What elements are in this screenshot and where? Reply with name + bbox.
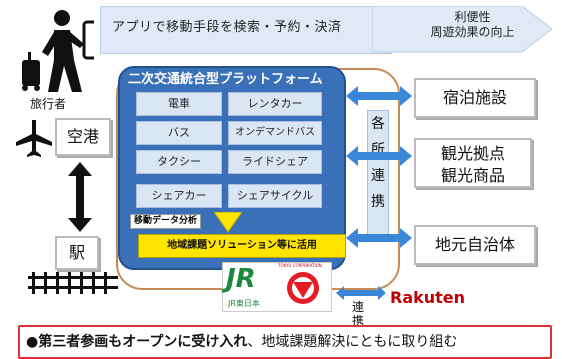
vertical-double-arrow <box>68 162 92 232</box>
top-banner <box>100 6 392 54</box>
collaboration-arrows <box>346 86 412 248</box>
tokyu-name: TOKYU CORPORATION <box>278 263 322 268</box>
mode-train: 電車 <box>136 92 222 116</box>
bottom-message: ●第三者参画もオープンに受け入れ、地域課題解決にともに取り組む <box>26 331 457 351</box>
benefit-text: 利便性 周遊効果の向上 <box>405 10 540 40</box>
collab-char-4: 携 <box>371 194 385 210</box>
link-label-1: 連 <box>351 300 364 314</box>
collab-char-1: 各 <box>371 116 385 132</box>
traveler-icon <box>22 10 94 92</box>
collab-char-3: 連 <box>371 168 385 184</box>
solution-banner: 地域課題ソリューション等に活用 <box>138 234 346 258</box>
jr-name: JR東日本 <box>228 299 260 308</box>
down-triangle-icon <box>214 212 242 233</box>
tourism-line2: 観光商品 <box>440 166 505 185</box>
tourism-line1: 観光拠点 <box>440 144 505 163</box>
tokyu-logo-icon <box>287 272 319 304</box>
government-node: 地元自治体 <box>414 225 536 265</box>
railway-track-icon <box>28 272 118 294</box>
station-node: 駅 <box>55 236 99 270</box>
mode-share-cycle: シェアサイクル <box>228 184 322 208</box>
partner-link-label: 連 携 <box>350 300 366 328</box>
mode-rental-car: レンタカー <box>228 92 322 116</box>
lodging-node: 宿泊施設 <box>414 78 536 118</box>
bottom-emphasis: 第三者参画もオープンに受け入れ <box>38 334 248 350</box>
collaboration-bar: 各 所 連 携 <box>367 110 389 242</box>
airplane-icon <box>16 120 52 157</box>
benefit-arrow <box>372 6 553 53</box>
jr-logo: JR <box>226 264 256 294</box>
link-label-2: 携 <box>351 314 364 328</box>
rakuten-logo: Rakuten <box>390 288 466 307</box>
platform-title: 二次交通統合型プラットフォーム <box>128 72 323 87</box>
mode-taxi: タクシー <box>136 150 222 174</box>
mode-bus: バス <box>136 121 222 145</box>
bottom-rest: 、地域課題解決にともに取り組む <box>247 334 458 350</box>
traveler-label: 旅行者 <box>30 97 67 111</box>
mode-share-car: シェアカー <box>136 184 222 208</box>
benefit-line2: 周遊効果の向上 <box>430 25 515 39</box>
benefit-line1: 利便性 <box>454 10 491 24</box>
top-banner-text: アプリで移動手段を検索・予約・決済 <box>112 20 342 35</box>
bottom-bullet: ● <box>26 334 39 350</box>
partner-link-arrow <box>336 286 386 300</box>
mode-on-demand-bus: オンデマンドバス <box>228 121 322 145</box>
airport-node: 空港 <box>55 118 111 156</box>
data-analysis-label: 移動データ分析 <box>130 214 202 229</box>
tourism-node: 観光拠点 観光商品 <box>414 138 532 188</box>
mode-rideshare: ライドシェア <box>228 150 322 174</box>
